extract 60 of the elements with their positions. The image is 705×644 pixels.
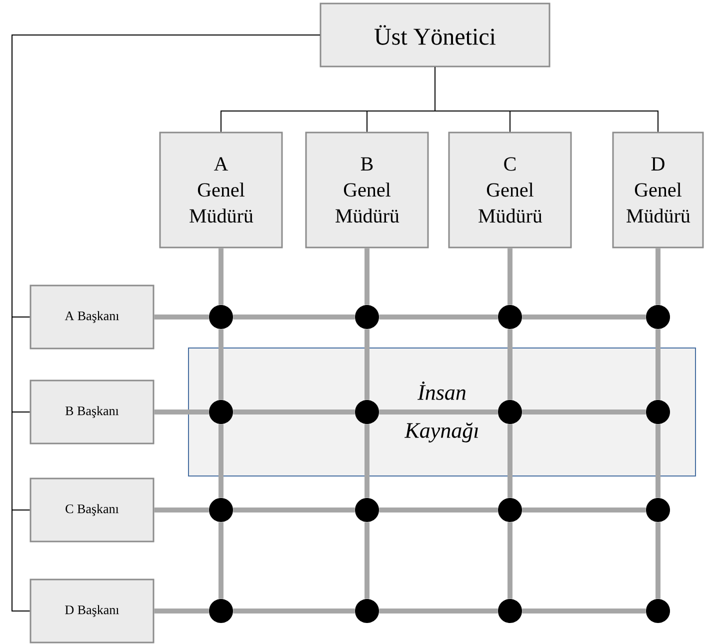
matrix-line [656, 329, 660, 400]
matrix-line [154, 508, 209, 512]
matrix-line [522, 508, 646, 512]
junction-dot [646, 599, 670, 623]
junction-dot [646, 400, 670, 424]
director-box: A Genel Müdürü [159, 132, 283, 248]
matrix-line [379, 508, 498, 512]
director-box: B Genel Müdürü [305, 132, 429, 248]
connector-line [12, 34, 320, 612]
junction-dot [498, 400, 522, 424]
junction-dot [209, 498, 233, 522]
matrix-line [508, 522, 512, 599]
matrix-line [656, 424, 660, 498]
matrix-line [522, 608, 646, 614]
junction-dot [498, 498, 522, 522]
junction-dot [498, 599, 522, 623]
junction-dot [209, 599, 233, 623]
matrix-line [364, 424, 370, 498]
matrix-line [364, 329, 370, 400]
manager-box: Üst Yönetici [320, 2, 550, 68]
matrix-line [508, 248, 512, 305]
head-box: C Başkanı [30, 478, 154, 542]
matrix-line [218, 522, 224, 599]
matrix-line [218, 424, 224, 498]
matrix-line [233, 508, 355, 512]
matrix-line [218, 248, 224, 305]
matrix-line [218, 329, 224, 400]
matrix-line [379, 410, 498, 414]
matrix-line [508, 424, 512, 498]
junction-dot [646, 305, 670, 329]
director-box: D Genel Müdürü [612, 132, 704, 248]
junction-dot [498, 305, 522, 329]
matrix-line [364, 248, 370, 305]
head-box: B Başkanı [30, 380, 154, 444]
connector-line [434, 66, 658, 132]
matrix-line [522, 410, 646, 414]
matrix-line [656, 522, 660, 599]
matrix-line [508, 329, 512, 400]
junction-dot [355, 498, 379, 522]
matrix-line [522, 314, 646, 320]
junction-dot [355, 305, 379, 329]
head-box: A Başkanı [30, 284, 154, 350]
matrix-line [364, 522, 370, 599]
head-box: D Başkanı [30, 578, 154, 644]
matrix-line [154, 314, 209, 320]
junction-dot [209, 400, 233, 424]
matrix-line [154, 608, 209, 614]
matrix-line [656, 248, 660, 305]
hr-box: İnsan Kaynağı [188, 348, 696, 476]
matrix-line [233, 410, 355, 414]
matrix-line [154, 410, 209, 414]
junction-dot [355, 400, 379, 424]
junction-dot [646, 498, 670, 522]
director-box: C Genel Müdürü [448, 132, 572, 248]
matrix-line [233, 314, 355, 320]
matrix-line [379, 608, 498, 614]
junction-dot [355, 599, 379, 623]
matrix-line [379, 314, 498, 320]
junction-dot [209, 305, 233, 329]
matrix-line [233, 608, 355, 614]
